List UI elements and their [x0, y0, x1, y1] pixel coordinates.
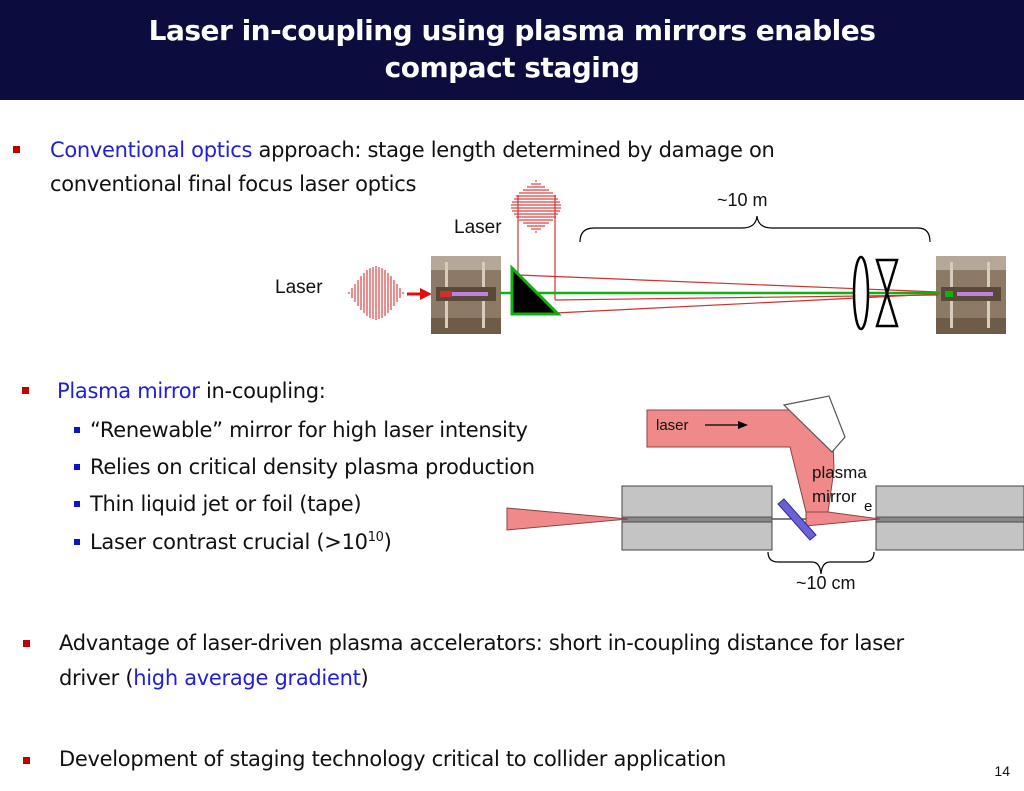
beam-edge-bottom [554, 294, 939, 301]
title-bar [0, 0, 1024, 100]
bullet-2-highlight: Plasma mirror [57, 379, 200, 403]
contrast-close: ) [383, 530, 392, 554]
bullet-3-highlight: high average gradient [133, 666, 361, 690]
bullet-2: Plasma mirror in-coupling: [57, 374, 326, 409]
distance-label-10m: ~10 m [717, 190, 768, 210]
bullet-marker [13, 146, 20, 153]
focus-symbol-bottom [875, 288, 899, 328]
laser-direction-arrowhead [738, 421, 748, 429]
distance-label-10cm: ~10 cm [796, 573, 856, 593]
slide-title: Laser in-coupling using plasma mirrors e… [0, 12, 1024, 86]
bullet-1-highlight: Conventional optics [50, 138, 253, 162]
page-number: 14 [994, 763, 1010, 779]
beam-edge-top [517, 274, 939, 293]
sub-bullet-marker [74, 464, 80, 470]
right-stage-block [875, 485, 1024, 551]
distance-brace-10m [579, 215, 931, 243]
turning-mirror [510, 264, 562, 316]
bullet-3-line-1: Advantage of laser-driven plasma acceler… [59, 631, 904, 655]
sub-bullet-4: Laser contrast crucial (>1010) [90, 525, 392, 560]
bullet-3-suffix: ) [360, 666, 369, 690]
sub-bullet-marker [74, 501, 80, 507]
title-line-2: compact staging [384, 51, 640, 84]
contrast-exponent: 10 [367, 530, 384, 545]
bullet-3-prefix: driver ( [59, 666, 134, 690]
focusing-lens [852, 255, 870, 331]
bullet-1-text: approach: stage length determined by dam… [252, 138, 775, 162]
sub-bullet-3: Thin liquid jet or foil (tape) [90, 492, 362, 516]
beam-edge-lower [554, 293, 939, 314]
top-laser-pulse [511, 180, 561, 233]
sub-bullet-marker [74, 427, 80, 433]
right-stage-image [936, 256, 1006, 334]
focus-symbol-top [875, 258, 899, 298]
bullet-1-line-1: Conventional optics approach: stage leng… [50, 133, 775, 168]
left-stage-block [621, 485, 773, 551]
left-laser-pulse [348, 266, 404, 320]
laser-label-bottom: laser [656, 417, 689, 434]
focusing-optic [782, 395, 846, 453]
electron-label: e [864, 498, 873, 515]
laser-focus-cone [805, 511, 881, 527]
laser-label-left: Laser [275, 277, 323, 298]
bullet-marker [23, 757, 30, 764]
left-stage-image [431, 256, 501, 334]
plasma-mirror [777, 498, 817, 541]
plasma-label: plasma [812, 463, 867, 482]
title-line-1: Laser in-coupling using plasma mirrors e… [148, 14, 876, 47]
spent-laser-cone [506, 507, 629, 531]
sub-bullet-1: “Renewable” mirror for high laser intens… [90, 418, 528, 442]
mirror-label: mirror [812, 487, 857, 506]
bullet-4: Development of staging technology critic… [59, 747, 727, 771]
distance-brace-10cm [767, 551, 875, 575]
contrast-text: Laser contrast crucial (>10 [90, 530, 368, 554]
bullet-3-line-2: driver (high average gradient) [59, 661, 369, 696]
sub-bullet-marker [74, 539, 80, 545]
bullet-1-line-2: conventional final focus laser optics [50, 172, 417, 196]
laser-label-top: Laser [454, 217, 502, 238]
bullet-marker [23, 640, 30, 647]
laser-arrow-head [420, 288, 432, 300]
bullet-marker [22, 387, 29, 394]
bullet-2-text: in-coupling: [199, 379, 326, 403]
sub-bullet-2: Relies on critical density plasma produc… [90, 455, 535, 479]
